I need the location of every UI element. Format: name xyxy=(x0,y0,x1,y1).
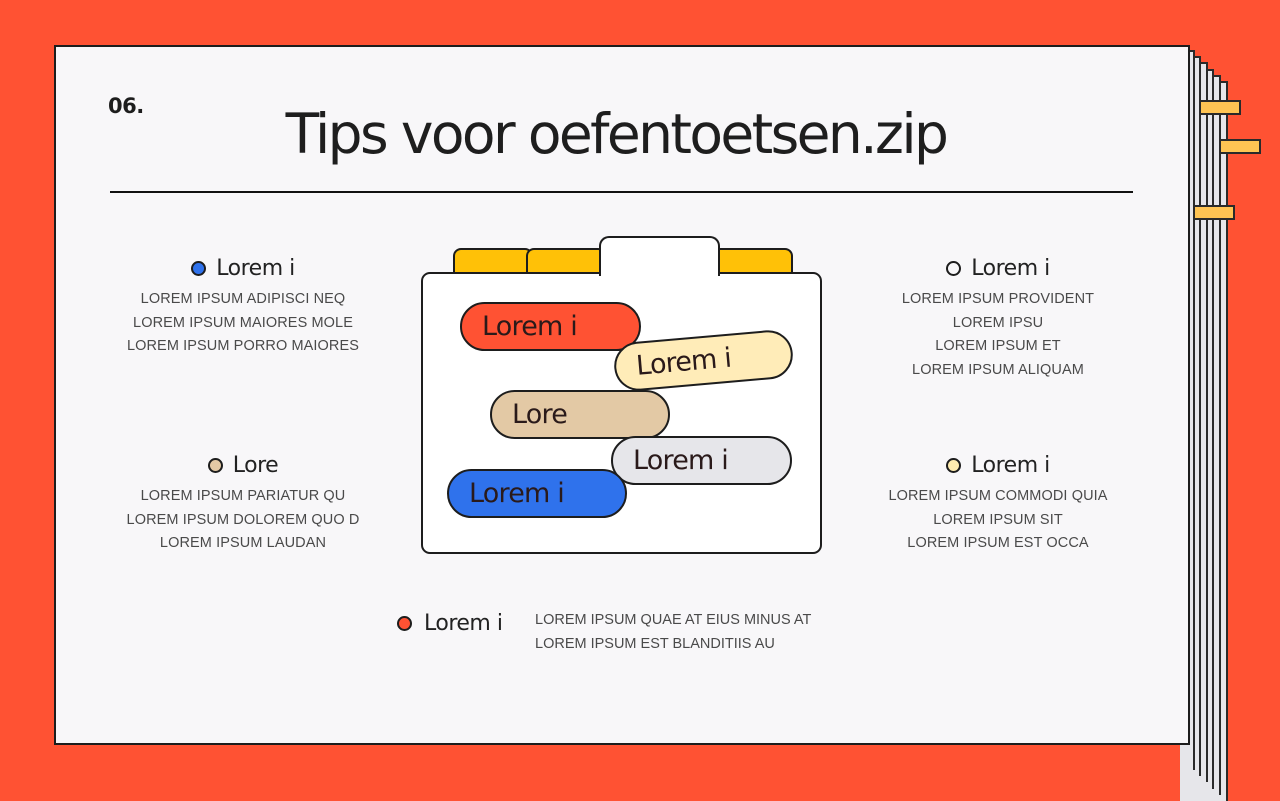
tip-description: LOREM IPSUM ADIPISCI NEQ LOREM IPSUM MAI… xyxy=(108,288,378,359)
tip-description: LOREM IPSUM PARIATUR QU LOREM IPSUM DOLO… xyxy=(108,485,378,556)
tip-line: LOREM IPSUM PARIATUR QU xyxy=(140,488,346,504)
tip-item-4: Lorem i LOREM IPSUM COMMODI QUIA LOREM I… xyxy=(878,450,1118,556)
tip-title: Lorem i xyxy=(971,255,1050,281)
tip-description: LOREM IPSUM PROVIDENT LOREM IPSU LOREM I… xyxy=(878,288,1118,382)
tip-title: Lorem i xyxy=(216,255,295,281)
bookmark-tab-1 xyxy=(1199,100,1241,115)
tip-title: Lorem i xyxy=(971,452,1050,478)
bullet-dot-icon xyxy=(397,616,412,631)
bookmark-tab-2 xyxy=(1219,139,1261,154)
folder-tab-3-active xyxy=(599,236,720,276)
bookmark-tab-3 xyxy=(1193,205,1235,220)
pill-label: Lorem i xyxy=(482,311,578,342)
tip-line: LOREM IPSUM PROVIDENT xyxy=(901,291,1095,307)
pill-label: Lorem i xyxy=(469,478,565,509)
tip-line: LOREM IPSUM QUAE AT EIUS MINUS AT xyxy=(535,612,812,628)
pill-label: Lorem i xyxy=(633,445,729,476)
folder-tab-1 xyxy=(453,248,533,274)
tip-item-5: Lorem i xyxy=(397,611,503,636)
pill-label: Lore xyxy=(512,399,568,430)
tip-title: Lorem i xyxy=(424,611,503,636)
slide-number: 06. xyxy=(108,94,144,118)
folder-pill-3: Lore xyxy=(490,390,670,439)
tip-line: LOREM IPSUM LAUDAN xyxy=(159,535,327,551)
tip-title: Lore xyxy=(232,452,279,478)
folder-pill-5: Lorem i xyxy=(447,469,627,518)
page-title: Tips voor oefentoetsen.zip xyxy=(285,102,949,166)
bullet-dot-icon xyxy=(946,457,962,473)
tip-item-2: Lore LOREM IPSUM PARIATUR QU LOREM IPSUM… xyxy=(108,450,378,556)
tip-item-3: Lorem i LOREM IPSUM PROVIDENT LOREM IPSU… xyxy=(878,253,1118,382)
pill-label: Lorem i xyxy=(634,342,733,382)
tip-line: LOREM IPSUM EST BLANDITIIS AU xyxy=(535,635,775,652)
tip-line: LOREM IPSUM MAIORES MOLE xyxy=(133,314,353,331)
folder-pill-1: Lorem i xyxy=(460,302,641,351)
tip-line: LOREM IPSUM PORRO MAIORES xyxy=(126,338,360,354)
tip-line: LOREM IPSUM SIT xyxy=(933,511,1063,528)
tip-line: LOREM IPSUM DOLOREM QUO D xyxy=(126,511,360,528)
folder-tab-2 xyxy=(526,248,606,274)
title-divider xyxy=(110,191,1133,193)
tip-item-1: Lorem i LOREM IPSUM ADIPISCI NEQ LOREM I… xyxy=(108,253,378,359)
tip-line: LOREM IPSUM ALIQUAM xyxy=(912,361,1084,378)
tip-line: LOREM IPSUM ET xyxy=(935,338,1061,354)
folder-pill-4: Lorem i xyxy=(611,436,792,485)
tip-line: LOREM IPSUM ADIPISCI NEQ xyxy=(140,291,346,307)
bullet-dot-icon xyxy=(207,457,223,473)
bullet-dot-icon xyxy=(946,260,962,276)
tip-description: LOREM IPSUM COMMODI QUIA LOREM IPSUM SIT… xyxy=(878,485,1118,556)
bullet-dot-icon xyxy=(191,260,207,276)
tip-line: LOREM IPSU xyxy=(952,314,1044,331)
tip-line: LOREM IPSUM COMMODI QUIA xyxy=(888,488,1108,504)
tip-line: LOREM IPSUM EST OCCA xyxy=(907,535,1089,551)
tip-description-5: LOREM IPSUM QUAE AT EIUS MINUS AT LOREM … xyxy=(535,609,811,656)
folder-tab-4 xyxy=(712,248,793,274)
